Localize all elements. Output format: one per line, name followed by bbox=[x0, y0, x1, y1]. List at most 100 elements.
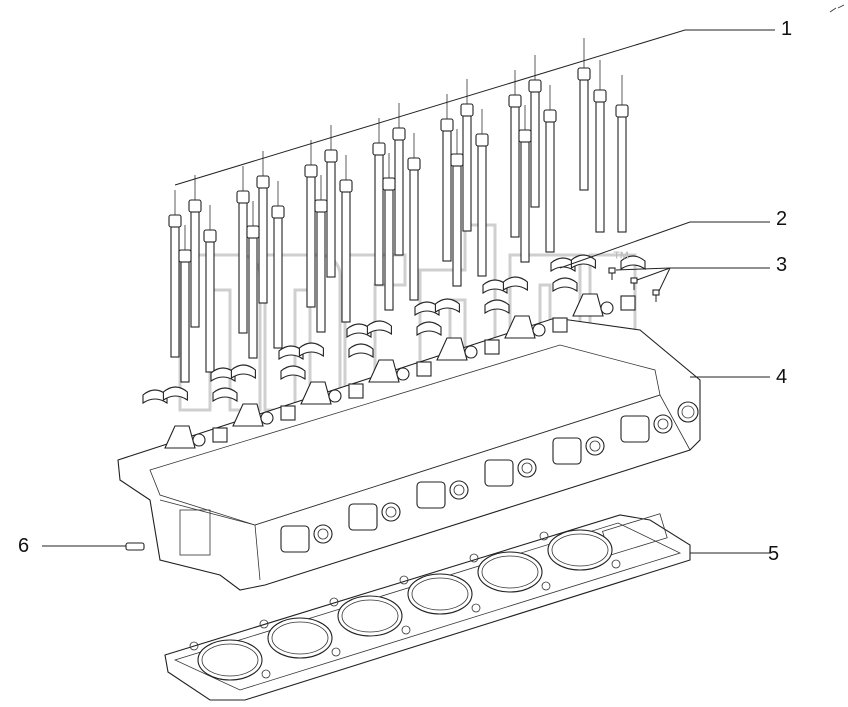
cylinder-bore bbox=[547, 529, 613, 571]
bearing-cap bbox=[482, 279, 508, 295]
injector-boss bbox=[620, 295, 636, 311]
rocker-towers bbox=[164, 293, 636, 449]
cam-boss bbox=[328, 389, 342, 403]
gasket-hole bbox=[189, 641, 199, 651]
rocker-tower bbox=[572, 293, 604, 317]
bolt-boss bbox=[381, 502, 401, 522]
bearing-cap bbox=[212, 387, 238, 403]
bolt bbox=[450, 129, 464, 287]
bolt bbox=[593, 60, 607, 233]
cam-boss bbox=[396, 367, 410, 381]
cylinder-bore bbox=[337, 595, 403, 637]
bolt bbox=[475, 109, 489, 277]
exhaust-port bbox=[484, 459, 514, 487]
bearing-cap bbox=[210, 367, 236, 383]
rocker-tower bbox=[300, 381, 332, 405]
gasket-hole bbox=[539, 531, 549, 541]
cylinder-head-ports bbox=[280, 414, 673, 553]
dowel-pin bbox=[125, 542, 145, 551]
watermark-trademark: ™ bbox=[612, 248, 630, 268]
bearing-cap bbox=[280, 365, 306, 381]
bearing-cap bbox=[298, 342, 324, 358]
cam-boss bbox=[532, 323, 546, 337]
gasket-hole bbox=[259, 619, 269, 629]
cylinder-bore bbox=[407, 573, 473, 615]
bolt-boss bbox=[585, 436, 605, 456]
gasket-hole bbox=[471, 603, 481, 613]
bearing-cap bbox=[484, 299, 510, 315]
bolt-boss bbox=[517, 458, 537, 478]
callout-6: 6 bbox=[18, 535, 30, 557]
leader-lines bbox=[42, 29, 775, 554]
bearing-cap bbox=[434, 298, 460, 314]
bolt bbox=[236, 166, 250, 334]
bolt-boss bbox=[313, 524, 333, 544]
bolt bbox=[271, 181, 285, 349]
injector-boss bbox=[280, 405, 296, 421]
bearing-cap bbox=[162, 386, 188, 402]
bolt bbox=[314, 175, 328, 333]
bearing-cap bbox=[502, 276, 528, 292]
bolt bbox=[339, 155, 353, 323]
rocker-tower bbox=[164, 425, 196, 449]
bearing-cap bbox=[230, 364, 256, 380]
injector-boss bbox=[484, 339, 500, 355]
gasket-hole bbox=[329, 597, 339, 607]
cam-boss bbox=[464, 345, 478, 359]
exhaust-port bbox=[348, 503, 378, 531]
gasket-hole bbox=[541, 581, 551, 591]
rocker-tower bbox=[368, 359, 400, 383]
injector-boss bbox=[416, 361, 432, 377]
bolt bbox=[246, 201, 260, 359]
cylinder-head-bolts bbox=[168, 38, 629, 383]
cylinder-bore bbox=[477, 551, 543, 593]
bearing-cap bbox=[570, 254, 596, 270]
bolt-boss bbox=[653, 414, 673, 434]
bolt bbox=[178, 225, 192, 383]
cylinder-head bbox=[117, 317, 701, 591]
bolt bbox=[304, 140, 318, 308]
exhaust-port bbox=[280, 525, 310, 553]
bearing-cap bbox=[278, 345, 304, 361]
bolt bbox=[615, 75, 629, 233]
bearing-cap bbox=[142, 389, 168, 405]
callout-2: 2 bbox=[776, 208, 788, 230]
callout-5: 5 bbox=[768, 543, 780, 565]
injector-boss bbox=[552, 317, 568, 333]
cam-boss bbox=[600, 301, 614, 315]
bolt bbox=[324, 125, 338, 278]
callout-3: 3 bbox=[776, 254, 788, 276]
bolt bbox=[508, 70, 522, 238]
rocker-tower bbox=[232, 403, 264, 427]
gasket-cylinder-bores bbox=[189, 529, 621, 681]
gasket-hole bbox=[261, 669, 271, 679]
bearing-cap bbox=[552, 277, 578, 293]
exhaust-port bbox=[620, 415, 650, 443]
bolt bbox=[203, 205, 217, 373]
bolt bbox=[518, 105, 532, 263]
bearing-caps bbox=[142, 254, 646, 405]
cam-boss bbox=[192, 433, 206, 447]
callout-4: 4 bbox=[776, 366, 788, 388]
bolt bbox=[168, 190, 182, 358]
exhaust-port bbox=[552, 437, 582, 465]
gasket-hole bbox=[331, 647, 341, 657]
bolt bbox=[382, 153, 396, 311]
gasket-hole bbox=[401, 625, 411, 635]
bolt bbox=[460, 79, 474, 232]
bearing-cap bbox=[414, 301, 440, 317]
small-screws bbox=[608, 267, 660, 302]
injector-boss bbox=[348, 383, 364, 399]
injector-boss bbox=[212, 427, 228, 443]
bolt bbox=[372, 118, 386, 286]
cam-boss bbox=[260, 411, 274, 425]
bolt bbox=[407, 133, 421, 301]
bolt bbox=[256, 151, 270, 304]
bearing-cap bbox=[366, 320, 392, 336]
bearing-cap bbox=[348, 343, 374, 359]
rocker-tower bbox=[504, 315, 536, 339]
rocker-tower bbox=[436, 337, 468, 361]
bolt bbox=[392, 103, 406, 256]
